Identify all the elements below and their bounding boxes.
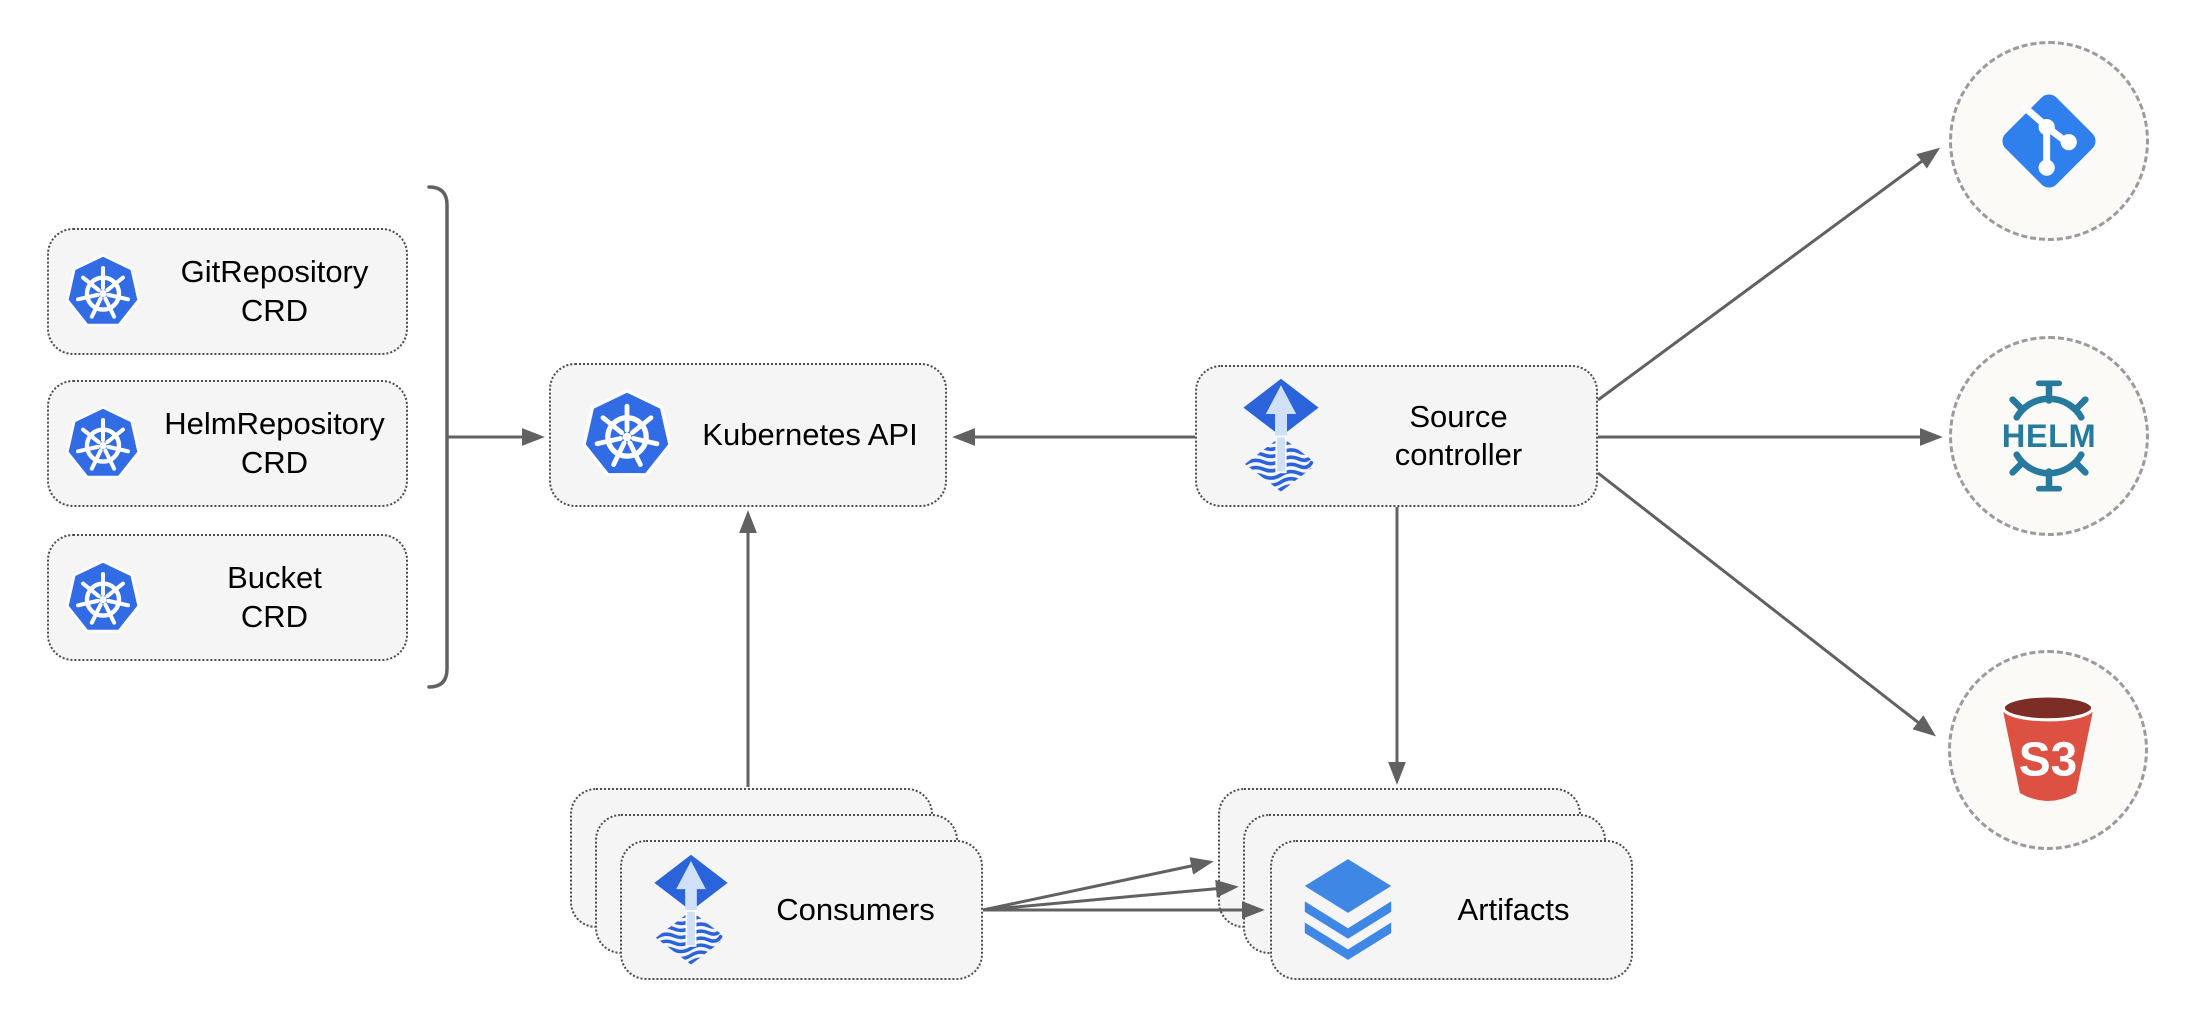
arrow-consumers-to-artifacts-middle xyxy=(982,879,1239,912)
arrow-source-controller-to-s3 xyxy=(1597,471,1937,737)
node-label-line1: Bucket xyxy=(227,560,322,596)
node-label: Consumers xyxy=(730,891,981,929)
node-label-line2: controller xyxy=(1394,437,1523,472)
node-source-controller: Source controller xyxy=(1195,365,1598,507)
external-source-helm: HELM xyxy=(1949,336,2149,536)
external-source-s3: S3 xyxy=(1948,650,2148,850)
flux-icon xyxy=(652,854,730,967)
node-label-line2: CRD xyxy=(240,444,309,480)
node-label-line1: HelmRepository xyxy=(164,406,385,442)
flux-icon xyxy=(1241,378,1321,494)
node-label: Bucket CRD xyxy=(143,559,406,636)
node-label-line2: CRD xyxy=(240,292,309,328)
s3-wordmark: S3 xyxy=(2019,733,2078,786)
node-gitrepository-crd: GitRepository CRD xyxy=(47,228,408,355)
s3-icon: S3 xyxy=(2001,693,2095,801)
node-bucket-crd: Bucket CRD xyxy=(47,534,408,661)
node-label-line2: CRD xyxy=(240,598,309,634)
node-label: Kubernetes API xyxy=(675,416,945,454)
node-label-text: Consumers xyxy=(776,891,935,927)
crd-grouping-bracket xyxy=(427,185,449,689)
node-label-text: Artifacts xyxy=(1457,891,1570,927)
node-label-line1: Source xyxy=(1409,398,1508,434)
node-consumers: Consumers xyxy=(620,840,983,980)
kubernetes-icon xyxy=(63,404,143,484)
node-kubernetes-api: Kubernetes API xyxy=(549,363,947,507)
node-label: HelmRepository CRD xyxy=(143,405,406,482)
arrow-source-controller-to-git xyxy=(1597,147,1941,402)
kubernetes-icon xyxy=(63,252,143,332)
node-label-text: Kubernetes API xyxy=(702,416,918,452)
kubernetes-icon xyxy=(63,558,143,638)
layers-icon xyxy=(1300,857,1396,963)
node-label: Artifacts xyxy=(1396,891,1631,929)
node-label-line1: GitRepository xyxy=(180,254,369,290)
node-artifacts: Artifacts xyxy=(1270,840,1633,980)
git-icon xyxy=(2002,94,2096,188)
kubernetes-icon xyxy=(579,387,675,483)
helm-icon: HELM xyxy=(2002,380,2096,492)
node-label: GitRepository CRD xyxy=(143,253,406,330)
external-source-git xyxy=(1949,41,2149,241)
arrow-consumers-to-artifacts-back xyxy=(982,857,1214,912)
node-helmrepository-crd: HelmRepository CRD xyxy=(47,380,408,507)
helm-wordmark: HELM xyxy=(2002,417,2096,454)
node-label: Source controller xyxy=(1321,398,1596,475)
